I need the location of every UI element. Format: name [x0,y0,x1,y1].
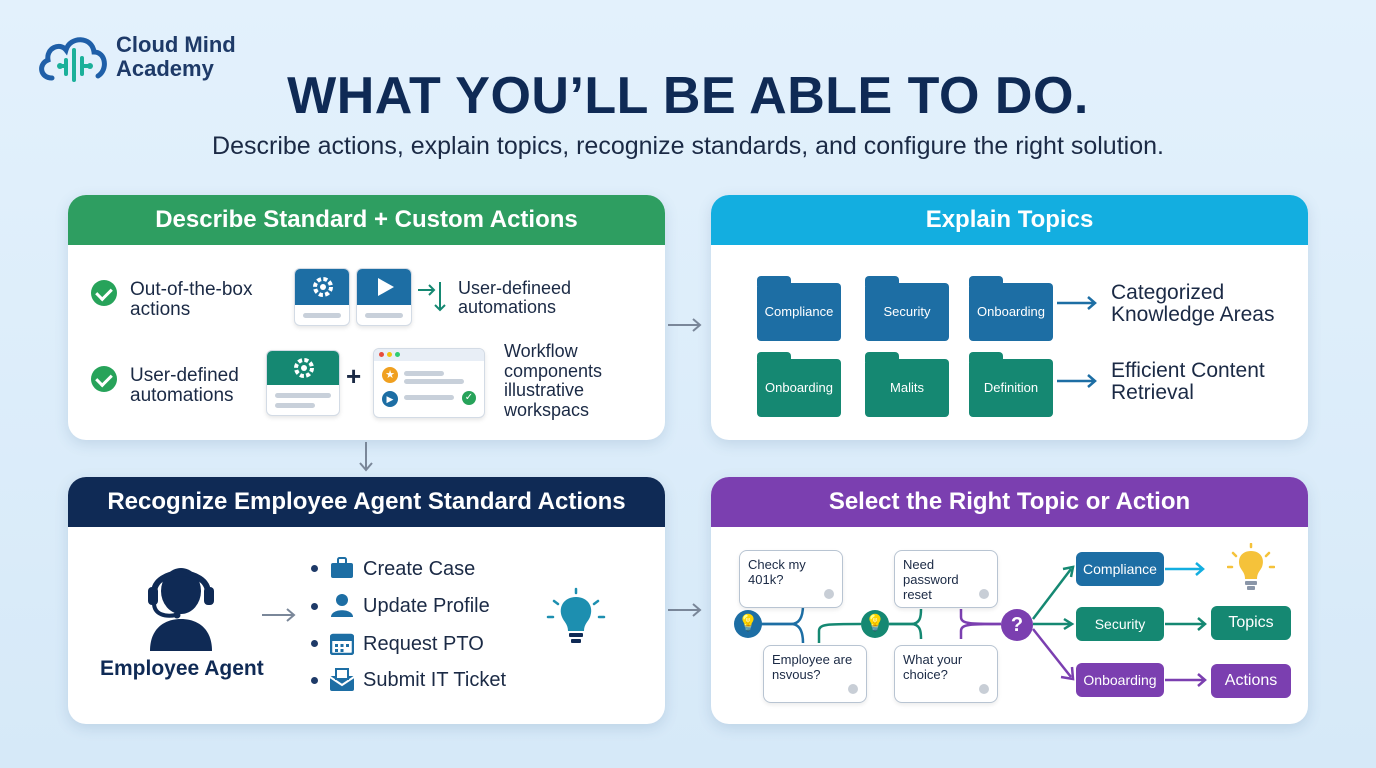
folder-onboarding: Onboarding [757,352,841,417]
briefcase-icon [331,557,353,578]
folder-definition: Definition [969,352,1053,417]
bullet [311,640,318,647]
action-update-profile: Update Profile [363,595,490,617]
play-tile [356,268,412,326]
folder-security: Security [865,276,949,341]
page-title: WHAT YOU’LL BE ABLE TO DO. [287,67,1089,125]
lightbulb-icon [546,587,606,643]
workflow-window: ★ ▶ ✓ [373,348,485,418]
card-title: Explain Topics [711,195,1308,245]
outcome-actions: Actions [1211,664,1291,698]
gear-panel [266,350,340,416]
arrow-right-icon [668,318,702,332]
star-icon: ★ [382,367,398,383]
lightbulb-icon: 💡 [734,610,762,638]
gear-tile [294,268,350,326]
cloud-brain-icon [39,37,107,82]
arrow-down-icon [359,442,373,472]
folder-compliance: Compliance [757,276,841,341]
outcome-topics: Topics [1211,606,1291,640]
card-select-topic: Select the Right Topic or Action Check m… [711,477,1308,724]
lightbulb-icon [1227,543,1275,590]
card-explain-topics: Explain Topics Compliance Security Onboa… [711,195,1308,440]
gear-icon [313,277,333,297]
headset-agent-icon [148,568,214,651]
card-describe-actions: Describe Standard + Custom Actions Out-o… [68,195,665,440]
calendar-icon [330,633,354,655]
check-icon: ✓ [462,391,476,405]
card-title: Describe Standard + Custom Actions [68,195,665,245]
plus-icon: + [346,361,362,391]
arrow-right-icon [668,603,702,617]
person-icon [331,594,353,617]
chip-compliance: Compliance [1076,552,1164,586]
action-submit-it-ticket: Submit IT Ticket [363,669,507,691]
action-create-case: Create Case [363,558,476,580]
agent-label: Employee Agent [100,657,264,680]
card-title: Select the Right Topic or Action [711,477,1308,527]
card-title: Recognize Employee Agent Standard Action… [68,477,665,527]
card-recognize-actions: Recognize Employee Agent Standard Action… [68,477,665,724]
page-subtitle: Describe actions, explain topics, recogn… [212,132,1164,160]
question-icon: ? [1001,609,1033,641]
chip-onboarding: Onboarding [1076,663,1164,697]
action-request-pto: Request PTO [363,633,484,655]
brand-logo: Cloud Mind Academy [36,30,266,86]
arrow-right-icon [1057,296,1097,310]
play-icon: ▶ [382,391,398,407]
play-icon [378,278,394,296]
gear-icon [294,358,314,378]
folder-onboarding: Onboarding [969,276,1053,341]
lightbulb-icon: 💡 [861,610,889,638]
check-icon [91,366,117,392]
chip-security: Security [1076,607,1164,641]
folder-malits: Malits [865,352,949,417]
brand-name: Cloud Mind Academy [116,32,236,81]
arrow-right-icon [262,608,296,622]
bullet [311,565,318,572]
branch-arrow-icon [418,282,446,312]
bullet [311,603,318,610]
bullet [311,677,318,684]
arrow-right-icon [1057,374,1097,388]
ticket-icon [329,668,355,691]
check-icon [91,280,117,306]
